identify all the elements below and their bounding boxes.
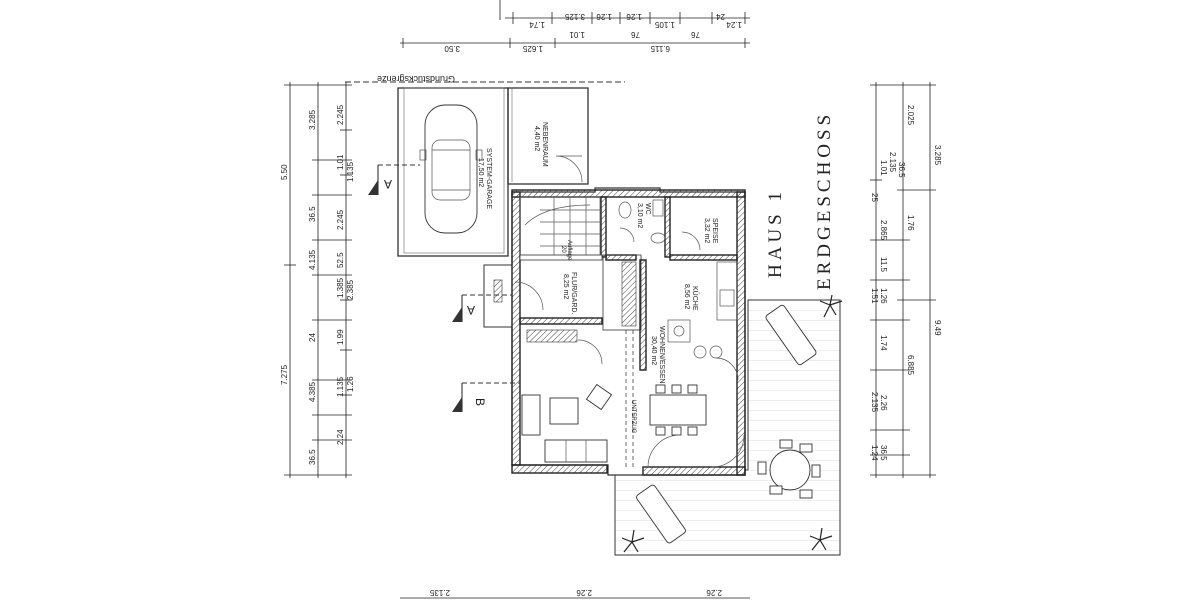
bottom-dimension-chain: 2.135 2.26 2.26 xyxy=(400,588,750,599)
right-dim-1-24: 1.24 xyxy=(870,445,879,461)
right-dim-9-49: 9.49 xyxy=(933,320,942,336)
right-dim-2-135a: 2.135 xyxy=(888,152,897,173)
flur-area: 8,25 m2 xyxy=(562,274,569,299)
top-dim-24: 24 xyxy=(716,12,725,21)
right-dim-1-51: 1.51 xyxy=(870,288,879,304)
right-dim-11-5: 11.5 xyxy=(879,257,888,273)
drawing-title: HAUS 1 ERDGESCHOSS xyxy=(765,111,835,290)
kueche-area: 8,56 m2 xyxy=(683,284,690,309)
section-marker-a-bottom: A xyxy=(467,303,475,317)
left-dim-1-135b: 1.135 xyxy=(336,376,345,397)
right-dim-25: 25 xyxy=(870,193,879,202)
property-boundary: Grundstücksgrenze xyxy=(345,74,625,84)
title-line1: HAUS 1 xyxy=(765,188,786,278)
right-dimension-chains: 3.285 9.49 2.025 1.01 2.135 36.5 25 2.86… xyxy=(870,82,942,478)
garage-area: 17,50 m2 xyxy=(477,158,484,187)
bottom-dim-2-135: 2.135 xyxy=(429,588,450,597)
garage-block: SYSTEM-GARAGE 17,50 m2 NEBENRAUM 4,40 m2 xyxy=(397,87,589,257)
terrace-deck xyxy=(614,294,843,556)
dining-table-icon xyxy=(649,384,707,436)
kueche-name: KÜCHE xyxy=(691,286,699,311)
right-dim-1-74: 1.74 xyxy=(879,335,888,351)
sofa-icon xyxy=(521,383,613,463)
title-line2: ERDGESCHOSS xyxy=(814,111,835,290)
left-dim-2-245a: 2.245 xyxy=(336,104,345,125)
top-dim-1-26b: 1.26 xyxy=(626,12,642,21)
right-dim-2-865: 2.865 xyxy=(879,220,888,241)
left-dim-4-135: 4.135 xyxy=(308,249,317,270)
wohnen-name: WOHNEN/ESSEN xyxy=(658,326,665,384)
room-labels: Auflage 20 WC 3,10 m2 SPEISE 3,32 m2 FLU… xyxy=(560,203,718,434)
speise-name: SPEISE xyxy=(711,218,718,244)
door-swings xyxy=(514,227,745,468)
left-dim-1-135a: 1.135 xyxy=(346,161,355,182)
left-dim-24: 24 xyxy=(308,333,317,342)
left-dim-1-99: 1.99 xyxy=(336,329,345,345)
right-dim-1-76: 1.76 xyxy=(906,215,915,231)
right-dim-6-885: 6.885 xyxy=(906,355,915,376)
top-dim-1-24: 1.24 xyxy=(726,20,742,29)
boundary-label: Grundstücksgrenze xyxy=(377,74,455,84)
right-dim-2-025: 2.025 xyxy=(906,105,915,126)
left-dim-2-245b: 2.245 xyxy=(336,209,345,230)
right-dim-2-26: 2.26 xyxy=(879,395,888,411)
bottom-dim-2-26b: 2.26 xyxy=(706,588,722,597)
left-dim-4-385: 4.385 xyxy=(308,381,317,402)
round-table-icon xyxy=(757,439,821,499)
wohnen-area: 30,40 m2 xyxy=(650,336,657,365)
top-dim-3-50: 3.50 xyxy=(444,44,460,53)
top-dimension-chains: 3.50 1.625 6.115 1.74 3.125 1.26 1.26 1.… xyxy=(400,0,750,53)
right-dim-1-01: 1.01 xyxy=(879,160,888,176)
top-dim-3-125: 3.125 xyxy=(564,12,585,21)
speise-area: 3,32 m2 xyxy=(703,218,710,243)
garage-name: SYSTEM-GARAGE xyxy=(485,148,492,209)
left-dim-2-385: 2.385 xyxy=(346,279,355,300)
top-dim-76a: 76 xyxy=(631,30,640,39)
top-dim-1-625: 1.625 xyxy=(522,44,543,53)
bottom-dim-2-26a: 2.26 xyxy=(576,588,592,597)
left-dim-2-24: 2.24 xyxy=(336,429,345,445)
left-dim-1-26: 1.26 xyxy=(346,376,355,392)
plant-icon xyxy=(621,294,843,553)
left-dim-3-285: 3.285 xyxy=(308,109,317,130)
sun-lounger-icon xyxy=(636,304,817,544)
right-dim-1-26: 1.26 xyxy=(879,288,888,304)
left-dimension-chains: 5.50 7.275 3.285 36.5 4.135 24 4.385 36.… xyxy=(280,82,355,478)
top-dim-1-01: 1.01 xyxy=(569,30,585,39)
top-dim-1-105: 1.105 xyxy=(654,20,675,29)
flur-name: FLUR/GARD. xyxy=(570,272,577,314)
unterzug-label: UNTERZUG xyxy=(630,400,636,434)
section-marker-b: B xyxy=(473,398,487,406)
right-dim-36-5b: 36.5 xyxy=(879,445,888,461)
top-dim-1-26a: 1.26 xyxy=(596,12,612,21)
top-dim-1-74: 1.74 xyxy=(529,20,545,29)
left-dim-5-50: 5.50 xyxy=(280,164,289,180)
left-dim-36-5a: 36.5 xyxy=(308,206,317,222)
right-dim-3-285: 3.285 xyxy=(933,145,942,166)
left-dim-1-385: 1.385 xyxy=(336,277,345,298)
left-dim-36-5b: 36.5 xyxy=(308,449,317,465)
staircase xyxy=(519,196,601,256)
wc-name: WC xyxy=(644,203,651,215)
top-dim-6-115: 6.115 xyxy=(650,44,670,53)
right-dim-36-5a: 36.5 xyxy=(897,162,906,178)
section-markers: A A B xyxy=(368,164,520,412)
car-icon xyxy=(419,104,483,234)
right-dim-2-135b: 2.135 xyxy=(870,392,879,413)
section-marker-a-top: A xyxy=(384,177,392,191)
kitchen-counter xyxy=(667,261,738,359)
nebenraum-area: 4,40 m2 xyxy=(533,126,540,151)
left-dim-52-5: 52.5 xyxy=(336,252,345,268)
top-dim-76b: 76 xyxy=(691,30,700,39)
left-dim-7-275: 7.275 xyxy=(280,364,289,385)
nebenraum-name: NEBENRAUM xyxy=(541,122,548,167)
house-walls xyxy=(483,187,746,476)
wc-area: 3,10 m2 xyxy=(636,203,643,228)
left-dim-1-01: 1.01 xyxy=(336,154,345,170)
stair-label: Auflage xyxy=(566,240,572,261)
wc-fixtures xyxy=(618,199,666,244)
stair-count: 20 xyxy=(560,246,566,253)
